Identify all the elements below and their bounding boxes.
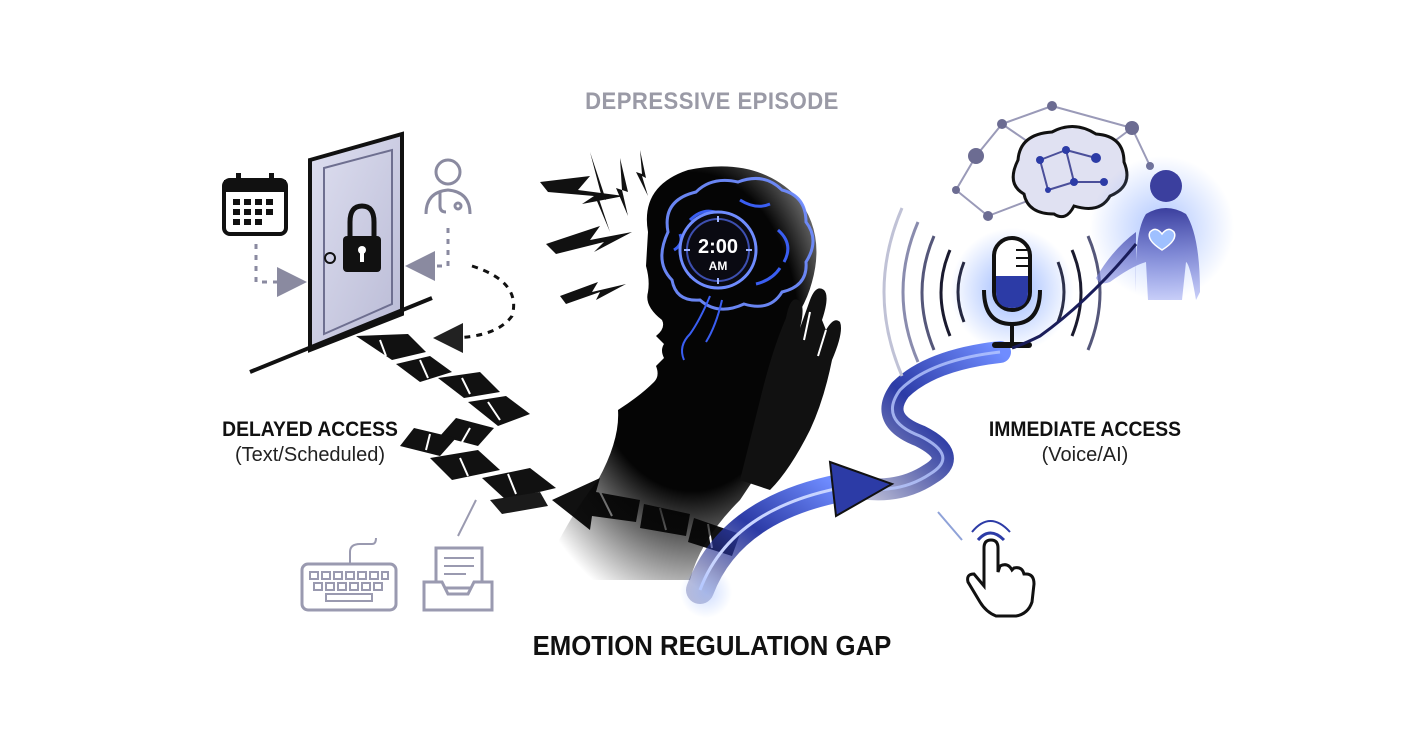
- calendar-icon: [222, 173, 288, 236]
- flowing-path-icon: [849, 341, 1011, 501]
- clock-icon: [678, 210, 758, 290]
- ai-brain-network-icon: [952, 101, 1154, 221]
- emotion-regulation-gap-title: EMOTION REGULATION GAP: [532, 630, 892, 661]
- hand-icon: [740, 288, 841, 490]
- immediate-access-subtitle: (Voice/AI): [1041, 444, 1129, 466]
- bottom-glow: [680, 566, 732, 618]
- calendar-connector: [254, 244, 307, 297]
- keyboard-icon: [300, 537, 398, 612]
- microphone-icon: [982, 236, 1042, 348]
- lightning-icon: [540, 150, 648, 304]
- padlock-icon: [343, 203, 381, 272]
- doctor-connector: [405, 228, 450, 281]
- broken-path-icon: [356, 334, 556, 514]
- inbox-document-icon: [422, 499, 494, 612]
- immediate-access-title: IMMEDIATE ACCESS: [988, 418, 1182, 441]
- clock-time-label: 2:00: [697, 236, 739, 258]
- depressive-episode-title: DEPRESSIVE EPISODE: [585, 88, 839, 115]
- tap-hand-icon: [966, 520, 1036, 618]
- dashed-route-arrow: [433, 264, 515, 353]
- delayed-access-subtitle: (Text/Scheduled): [234, 444, 386, 466]
- delayed-access-title: DELAYED ACCESS: [222, 418, 398, 441]
- heart-icon: [1148, 228, 1176, 251]
- doctor-icon: [424, 158, 472, 215]
- clock-ampm-label: AM: [708, 259, 728, 273]
- tap-connector: [937, 511, 963, 541]
